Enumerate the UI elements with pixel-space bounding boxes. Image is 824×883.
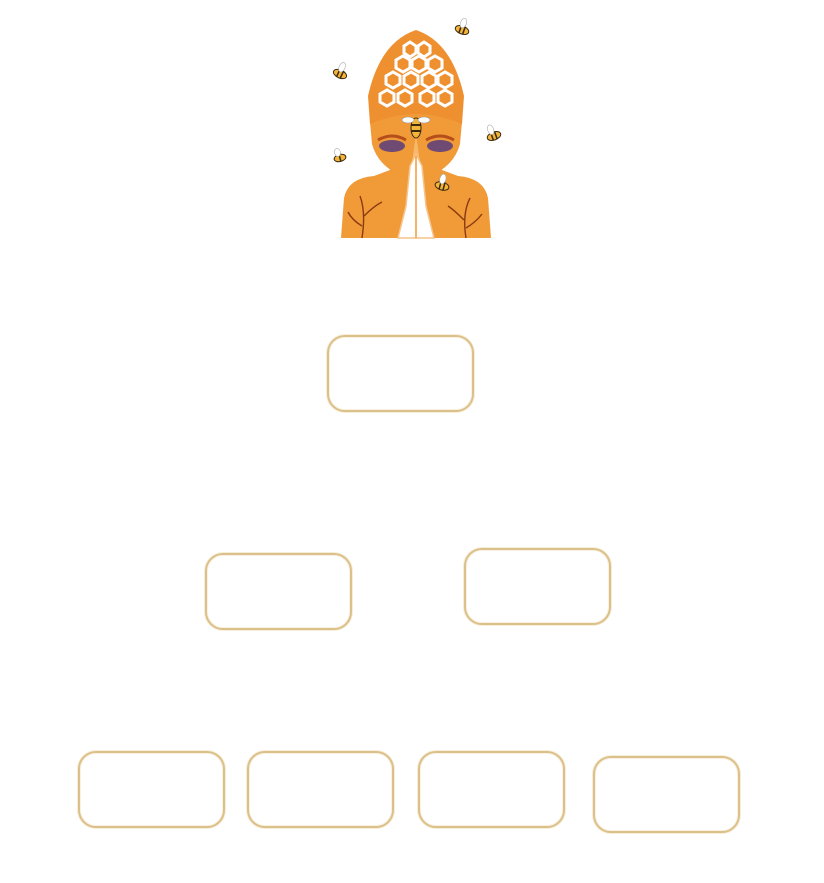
level3-node[interactable] [247, 751, 394, 828]
logo-center-bee-icon [401, 116, 431, 139]
logo-right-eye [427, 140, 453, 152]
logo-flying-bee-icon [434, 173, 450, 191]
logo-honeycomb-pattern [378, 40, 454, 108]
logo-flying-bee-icon [454, 17, 470, 35]
logo-headdress-shape [368, 30, 464, 124]
root-node[interactable] [327, 335, 474, 412]
logo-left-eye [379, 140, 405, 152]
level2-node[interactable] [205, 553, 352, 630]
level3-node[interactable] [418, 751, 565, 828]
logo-flying-bee-icon [486, 124, 502, 141]
logo-flying-bee-icon [333, 148, 347, 163]
level3-node[interactable] [593, 756, 740, 833]
level3-node[interactable] [78, 751, 225, 828]
meditating-figure-logo-icon [332, 17, 502, 239]
level2-node[interactable] [464, 548, 611, 625]
logo-flying-bee-icon [332, 62, 348, 80]
